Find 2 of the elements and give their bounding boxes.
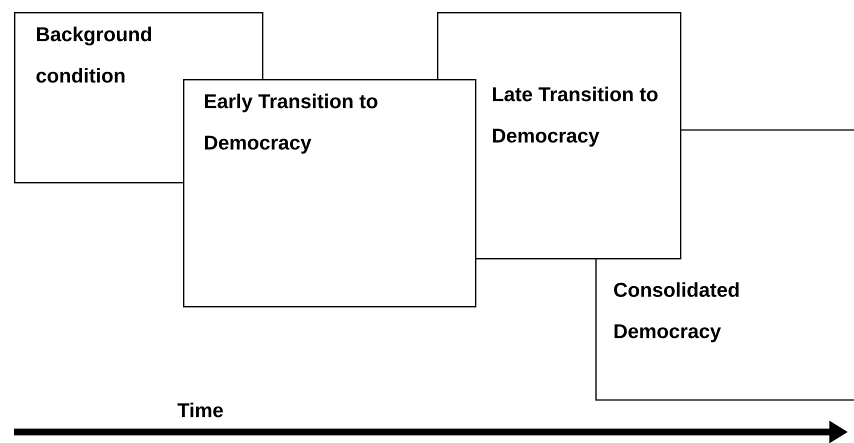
stage-box: Early Transition to Democracy	[183, 79, 476, 308]
axis-label: Time	[178, 402, 223, 418]
